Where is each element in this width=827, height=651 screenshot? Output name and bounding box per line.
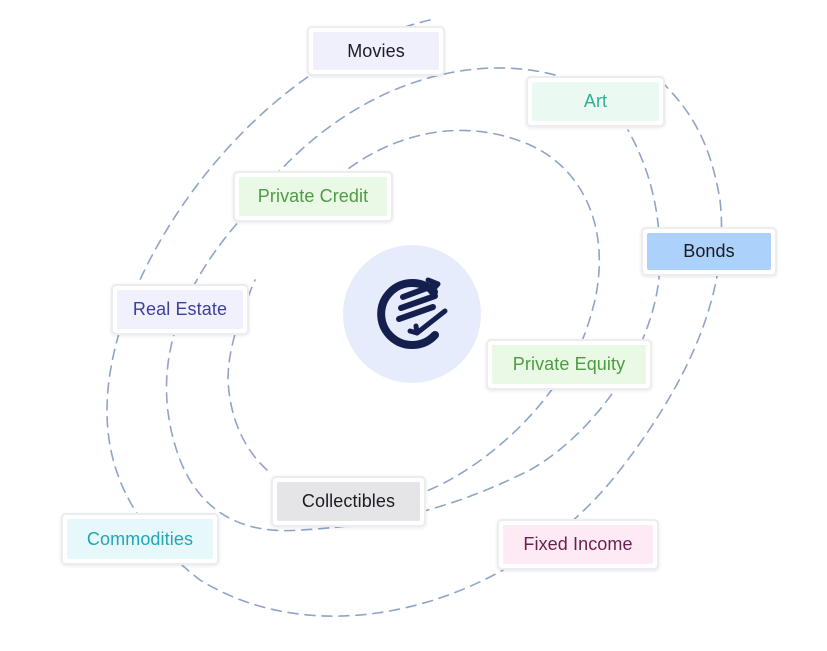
tag-fixed-income: Fixed Income bbox=[497, 519, 659, 570]
center-logo-badge bbox=[343, 245, 481, 383]
tag-commodities: Commodities bbox=[61, 513, 219, 565]
tag-movies-label: Movies bbox=[313, 32, 439, 70]
outer-orbit bbox=[106, 19, 723, 617]
tag-private-equity-label: Private Equity bbox=[492, 345, 646, 384]
tag-art-label: Art bbox=[532, 82, 659, 121]
tag-private-credit-label: Private Credit bbox=[239, 177, 387, 216]
middle-orbit bbox=[165, 67, 661, 532]
tag-private-equity: Private Equity bbox=[486, 339, 652, 390]
tag-bonds-label: Bonds bbox=[647, 233, 771, 270]
tag-real-estate: Real Estate bbox=[111, 284, 249, 335]
tag-fixed-income-label: Fixed Income bbox=[503, 525, 653, 564]
tag-private-credit: Private Credit bbox=[233, 171, 393, 222]
tag-real-estate-label: Real Estate bbox=[117, 290, 243, 329]
tag-collectibles-label: Collectibles bbox=[277, 482, 420, 521]
tag-art: Art bbox=[526, 76, 665, 127]
circular-arrows-logo-icon bbox=[377, 277, 448, 349]
tag-movies: Movies bbox=[307, 26, 445, 76]
tag-collectibles: Collectibles bbox=[271, 476, 426, 527]
tag-commodities-label: Commodities bbox=[67, 519, 213, 559]
tag-bonds: Bonds bbox=[641, 227, 777, 276]
